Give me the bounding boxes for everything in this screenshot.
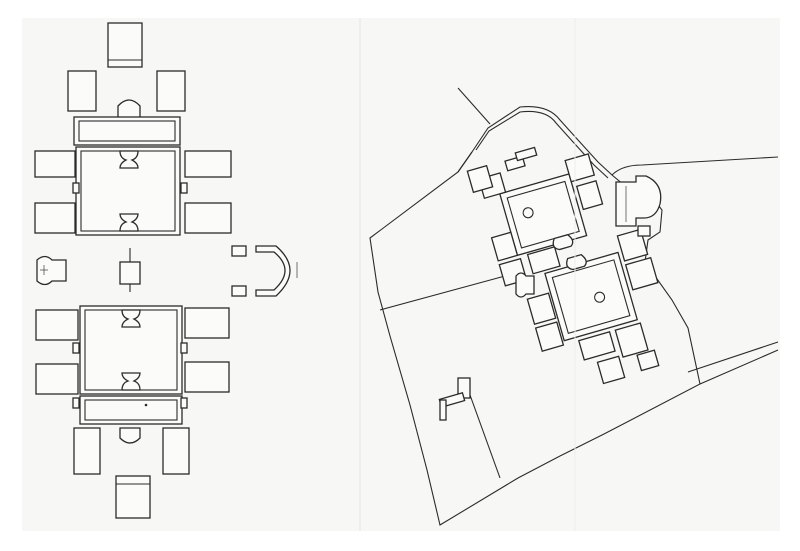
lower-hall-apse-bottom bbox=[121, 372, 141, 391]
apsidal-structure-right bbox=[255, 245, 291, 297]
upper-apse bbox=[117, 99, 141, 121]
internal-path bbox=[469, 394, 501, 479]
upper-side-room-right-1 bbox=[184, 150, 232, 178]
east-road bbox=[611, 156, 779, 176]
upper-side-room-left-1 bbox=[34, 150, 76, 178]
small-building-north bbox=[514, 146, 538, 162]
lower-side-room-right-1 bbox=[184, 307, 230, 339]
lower-narthex bbox=[79, 395, 183, 425]
south-east-road-edge bbox=[687, 341, 779, 373]
upper-hall-apse-bottom bbox=[119, 213, 139, 232]
lower-hall-apse-top bbox=[121, 309, 141, 328]
upper-side-room-left-2 bbox=[34, 202, 76, 234]
east-chapel bbox=[615, 175, 662, 227]
lower-side-room-left-2 bbox=[35, 363, 79, 395]
central-pavilion bbox=[119, 261, 141, 285]
internal-boundary bbox=[379, 275, 506, 311]
upper-hall-apse-top bbox=[119, 150, 139, 169]
small-chapel-left bbox=[36, 255, 67, 286]
lower-right-chamber bbox=[162, 427, 190, 475]
small-chapel bbox=[515, 272, 535, 298]
bottom-chamber bbox=[115, 475, 151, 519]
site-boundary-inner bbox=[475, 110, 609, 179]
upper-complex bbox=[478, 153, 604, 287]
upper-side-room-right-2 bbox=[184, 202, 232, 234]
lower-complex bbox=[526, 228, 660, 385]
north-path bbox=[457, 87, 491, 125]
south-east-road bbox=[699, 349, 779, 385]
lower-side-room-right-2 bbox=[184, 361, 230, 393]
lower-apse bbox=[119, 427, 141, 444]
upper-narthex bbox=[73, 116, 181, 146]
upper-right-chamber bbox=[156, 70, 186, 112]
upper-left-chamber bbox=[67, 70, 97, 112]
right-plan bbox=[369, 87, 779, 526]
lower-left-chamber bbox=[73, 427, 101, 475]
left-plan bbox=[34, 22, 298, 519]
lower-side-room-left-1 bbox=[35, 309, 79, 341]
